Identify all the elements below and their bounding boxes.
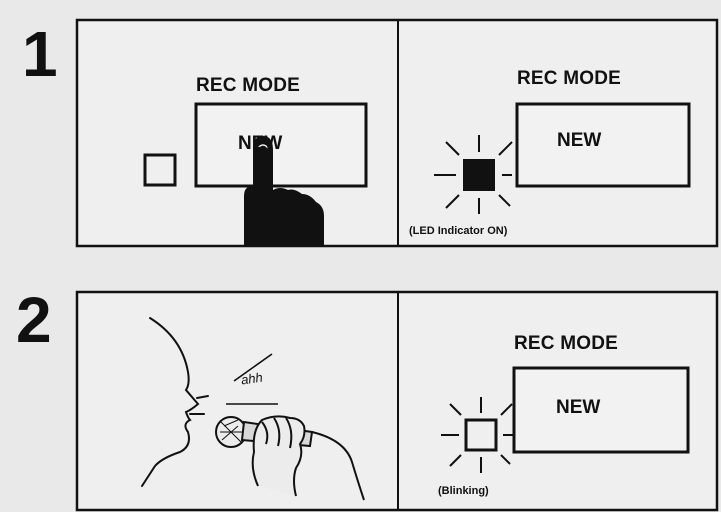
new-button-label-step1-left: NEW <box>238 133 283 154</box>
led-indicator-blinking <box>464 418 498 452</box>
led-indicator-off <box>143 153 177 187</box>
pressing-finger-icon <box>244 136 324 246</box>
step-number-2: 2 <box>16 284 52 356</box>
new-button-step2-right <box>512 366 690 454</box>
step-number-1: 1 <box>22 18 58 90</box>
rec-mode-label-step2-right: REC MODE <box>514 333 618 354</box>
new-button-label-step2-right: NEW <box>556 397 601 418</box>
new-button-step1-left <box>194 102 368 188</box>
speaking-face-icon <box>141 317 209 487</box>
speech-label: ahh <box>240 369 264 388</box>
blink-rays-icon <box>441 397 513 473</box>
led-indicator-on <box>463 159 495 191</box>
rec-mode-label-step1-left: REC MODE <box>196 75 300 96</box>
new-button-label-step1-right: NEW <box>557 130 602 151</box>
hand-icon <box>251 415 306 497</box>
led-status-note-on: (LED Indicator ON) <box>409 225 508 237</box>
led-status-note-blinking: (Blinking) <box>438 485 489 497</box>
led-rays-icon <box>434 135 513 214</box>
sound-lines-icon <box>226 353 278 405</box>
rec-mode-label-step1-right: REC MODE <box>517 68 621 89</box>
new-button-step1-right <box>515 102 691 188</box>
